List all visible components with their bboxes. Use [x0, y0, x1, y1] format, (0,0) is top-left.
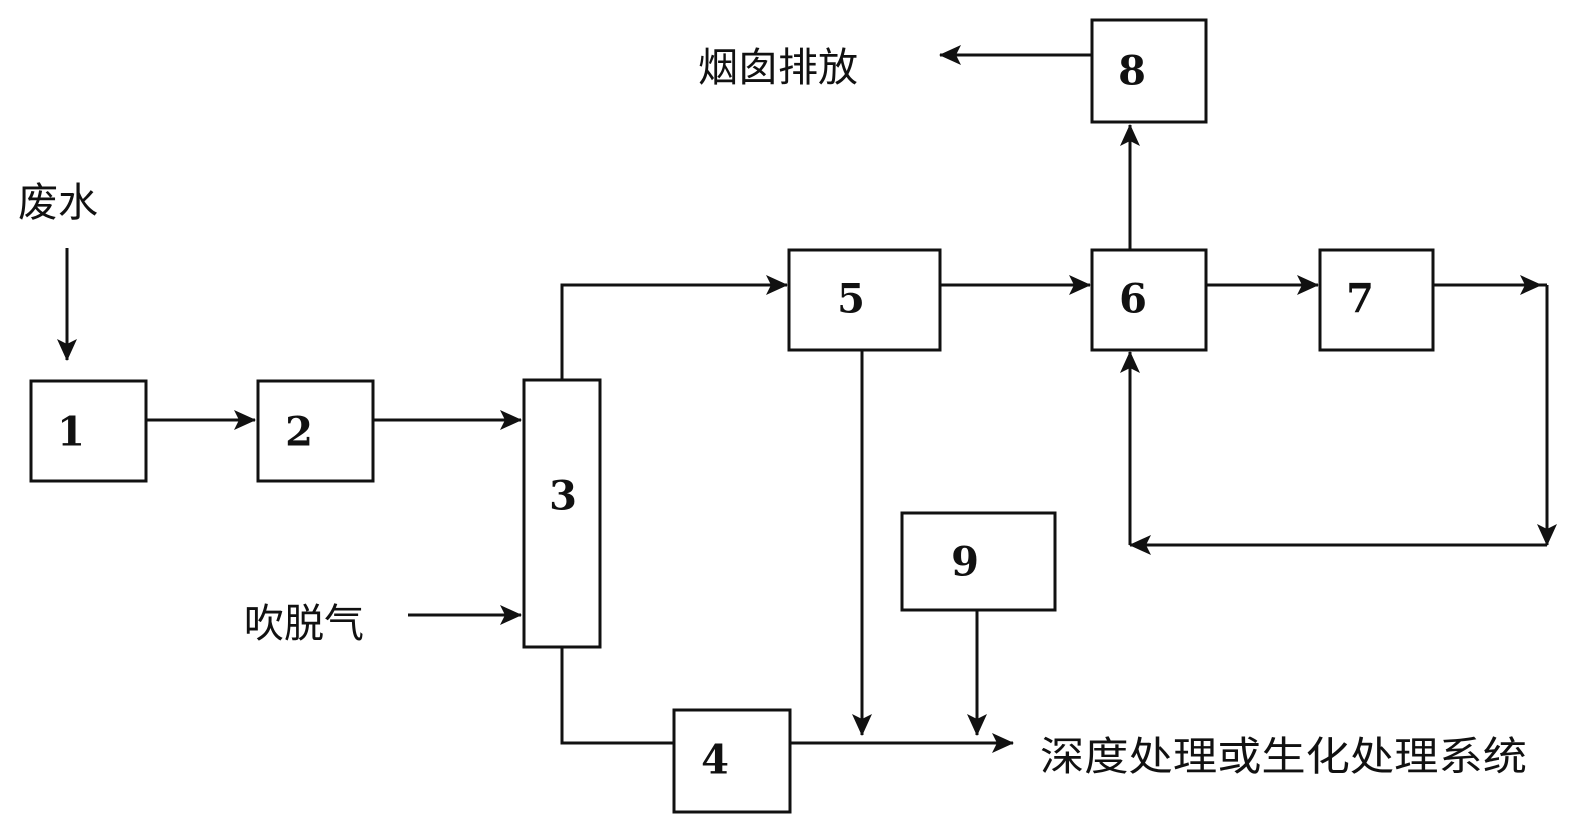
unit-6[interactable]: 6 — [1090, 248, 1208, 352]
unit-2-label: 2 — [285, 409, 313, 456]
wastewater-label: 废水 — [18, 180, 98, 226]
unit-3[interactable]: 3 — [522, 378, 602, 649]
unit-3-label: 3 — [549, 473, 577, 520]
unit-1-label: 1 — [57, 409, 85, 456]
unit-8-label: 8 — [1118, 48, 1146, 95]
unit-6-label: 6 — [1119, 276, 1147, 323]
unit-9-label: 9 — [951, 539, 979, 586]
arrow-3-to-5 — [560, 275, 788, 380]
unit-5-label: 5 — [837, 276, 865, 323]
chimney-discharge-label: 烟囱排放 — [698, 45, 858, 91]
unit-9[interactable]: 9 — [900, 511, 1057, 612]
unit-1[interactable]: 1 — [29, 379, 148, 483]
unit-4-label: 4 — [701, 737, 729, 784]
unit-8[interactable]: 8 — [1090, 18, 1208, 124]
line-3-to-4 — [560, 647, 674, 745]
unit-5[interactable]: 5 — [787, 248, 942, 352]
arrowhead-7-out — [1520, 275, 1542, 295]
downstream-treatment-label: 深度处理或生化处理系统 — [1040, 734, 1527, 780]
stripping-gas-label: 吹脱气 — [244, 601, 364, 647]
unit-4[interactable]: 4 — [672, 708, 792, 814]
unit-7-label: 7 — [1346, 276, 1374, 323]
connectors — [57, 45, 1557, 753]
unit-7[interactable]: 7 — [1318, 248, 1435, 352]
unit-2[interactable]: 2 — [256, 379, 375, 483]
